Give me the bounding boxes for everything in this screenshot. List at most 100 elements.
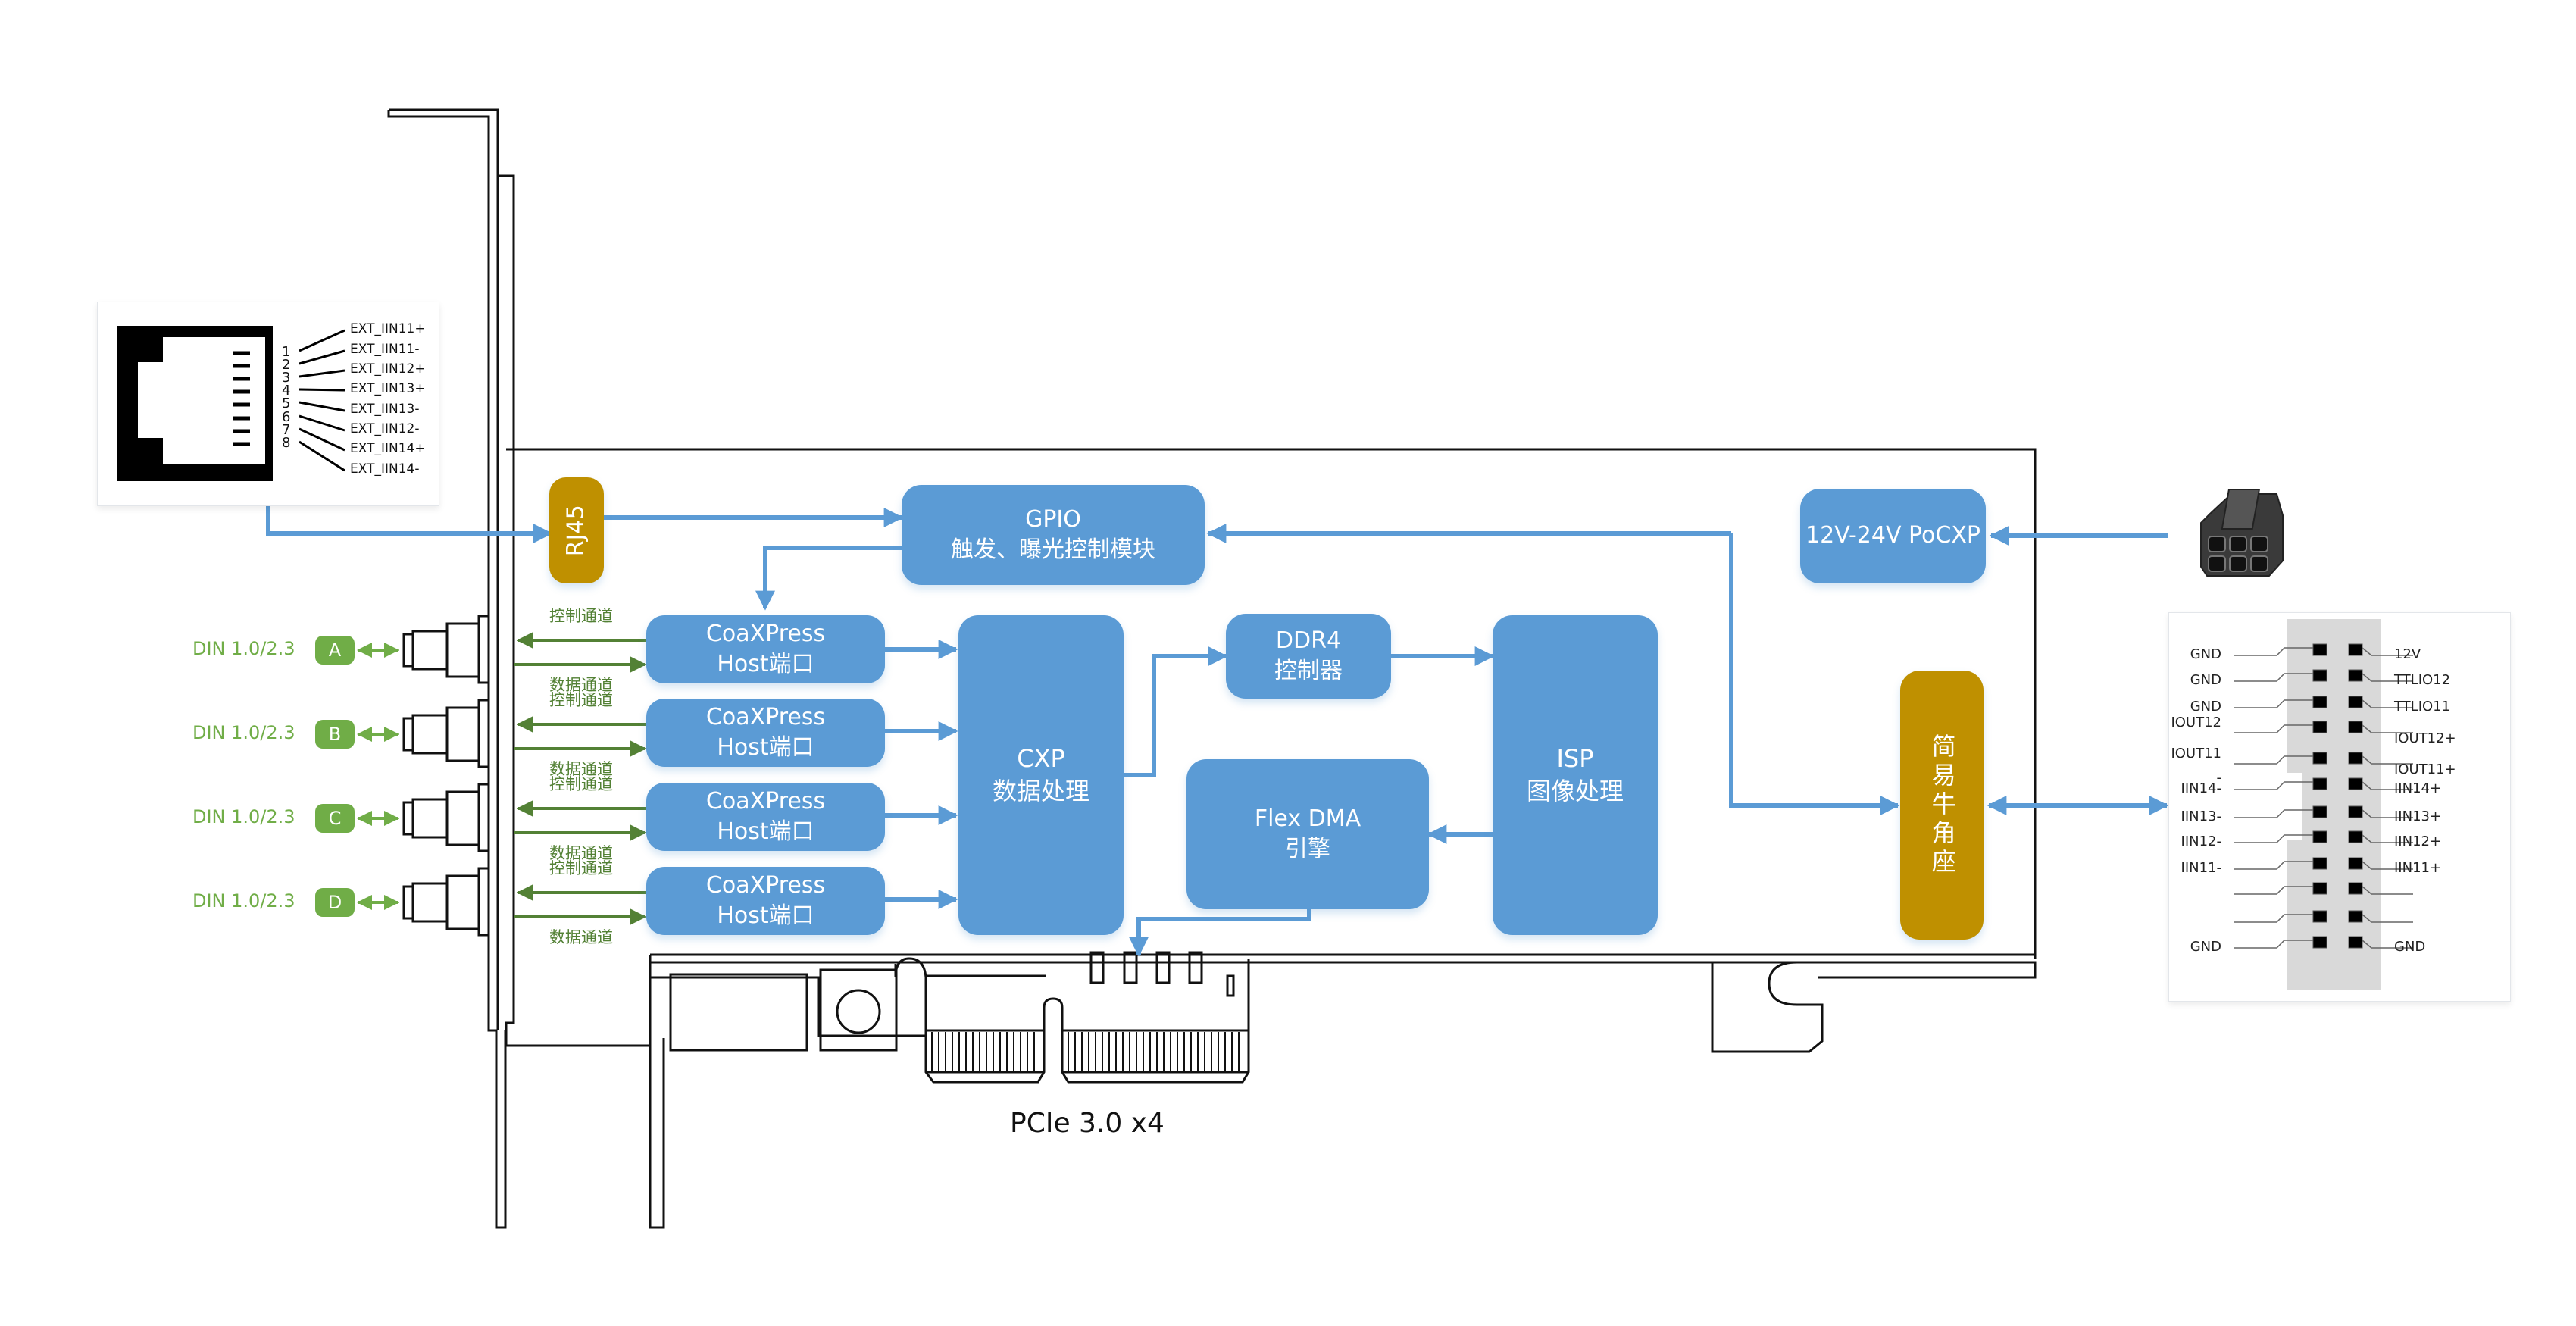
rj45-signal-label: EXT_IIN14- [350,461,420,477]
bnc-tip [402,717,414,752]
header-pin-lead [2362,755,2413,765]
din-connector-label: DIN 1.0/2.3 [192,806,295,827]
header-pin-lead [2362,834,2413,843]
screw-hole [836,989,881,1034]
rj45-lead-line [299,427,345,452]
header-pin-lead [2362,699,2413,708]
header-socket-label: 简易牛角座 [1927,733,1957,877]
pcie-label: PCIe 3.0 x4 [1010,1108,1165,1139]
rj45-pin-number: 3 [282,370,291,386]
control-channel-label: 控制通道 [549,859,613,877]
header-pin [2312,777,2327,790]
header-pin-lead [2234,699,2313,708]
signal-arrows [266,506,2169,957]
rj45-pin-number: 8 [282,435,291,451]
header-pin-lead [2234,809,2313,818]
din-port-badge: C [315,804,355,833]
header-pin-label-extra: - [2216,770,2222,786]
header-pin-lead [2234,647,2313,656]
header-pin-label-left: IOUT12 [2171,715,2221,730]
control-channel-label: 控制通道 [549,607,613,625]
bnc-tip [402,633,414,668]
data-channel-label: 数据通道 [549,760,613,778]
rj45-pin-number: 6 [282,409,291,425]
din-connector-label: DIN 1.0/2.3 [192,890,295,912]
rj45-lead-line [299,401,345,412]
cxp-processing-block: CXP 数据处理 [958,615,1124,935]
bnc-sleeve [411,630,449,671]
header-pin-label-right: IOUT11+ [2394,762,2456,777]
header-pin [2348,936,2363,949]
rj45-lead-line [299,414,345,432]
dma-subtitle: 引擎 [1285,836,1330,862]
header-pin-lead [2362,809,2413,818]
header-pin-label-left: IIN11- [2181,860,2221,876]
rj45-signal-label: EXT_IIN13+ [350,381,426,396]
isp-title: ISP [1556,743,1594,773]
header-pin-lead [2234,886,2313,895]
rj45-lead-line [299,388,345,392]
header-pinout-panel [2168,612,2511,1002]
header-pin-label-right: IIN12+ [2394,833,2442,849]
din-port-badge: B [315,720,355,749]
rj45-lead-line [299,349,345,365]
gpio-subtitle: 触发、曝光控制模块 [951,536,1155,563]
bnc-body [445,706,480,762]
din-connector-label: DIN 1.0/2.3 [192,638,295,659]
header-pin-lead [2362,724,2413,733]
power-connector-icon [2200,489,2284,577]
dma-title: Flex DMA [1254,805,1361,832]
header-pin-label-right: 12V [2394,646,2421,662]
header-pin-lead [2362,647,2413,656]
header-pin-lead [2362,914,2413,923]
header-pin [2312,857,2327,870]
bnc-tip [402,885,414,920]
ddr4-subtitle: 控制器 [1274,658,1343,684]
ddr4-block: DDR4 控制器 [1226,614,1391,699]
header-pin-label-left: GND [2190,699,2221,715]
coaxpress-subtitle: Host端口 [717,651,814,677]
bnc-sleeve [411,882,449,923]
bnc-sleeve [411,714,449,755]
header-pin [2312,696,2327,708]
card-latch [1711,961,1824,1053]
cxp-title: CXP [1017,743,1065,773]
control-channel-label: 控制通道 [549,775,613,793]
header-pin [2312,721,2327,733]
header-pin-lead [2362,673,2413,682]
header-pin-lead [2234,781,2313,790]
header-socket-block: 简易牛角座 [1900,671,1984,940]
header-pin-label-right: IIN14+ [2394,780,2442,796]
pocxp-label: 12V-24V PoCXP [1805,522,1980,549]
rj45-label: RJ45 [562,505,589,556]
header-pin-label-left: IIN12- [2181,833,2221,849]
header-pin-lead [2362,861,2413,870]
bnc-flange [477,783,490,852]
bnc-connectors [402,615,490,937]
rj45-pin-number: 4 [282,383,291,399]
header-pin-label-right: GND [2394,939,2426,955]
header-pin-lead [2362,781,2413,790]
rj45-block: RJ45 [549,477,604,583]
bnc-sleeve [411,798,449,839]
rj45-signal-label: EXT_IIN12+ [350,361,426,377]
bnc-flange [477,867,490,937]
header-pin [2348,830,2363,843]
header-pin-lead [2362,886,2413,895]
header-pin [2348,643,2363,656]
header-pin-lead [2234,673,2313,682]
pocxp-block: 12V-24V PoCXP [1800,489,1986,583]
header-pin [2312,805,2327,818]
flex-dma-block: Flex DMA 引擎 [1186,759,1429,909]
din-port-badge: D [315,888,355,917]
din-connector-label: DIN 1.0/2.3 [192,722,295,743]
coaxpress-subtitle: Host端口 [717,734,814,761]
rj45-jack-art [117,326,345,481]
header-pin [2312,669,2327,682]
header-pin [2312,752,2327,765]
coaxpress-subtitle: Host端口 [717,902,814,929]
